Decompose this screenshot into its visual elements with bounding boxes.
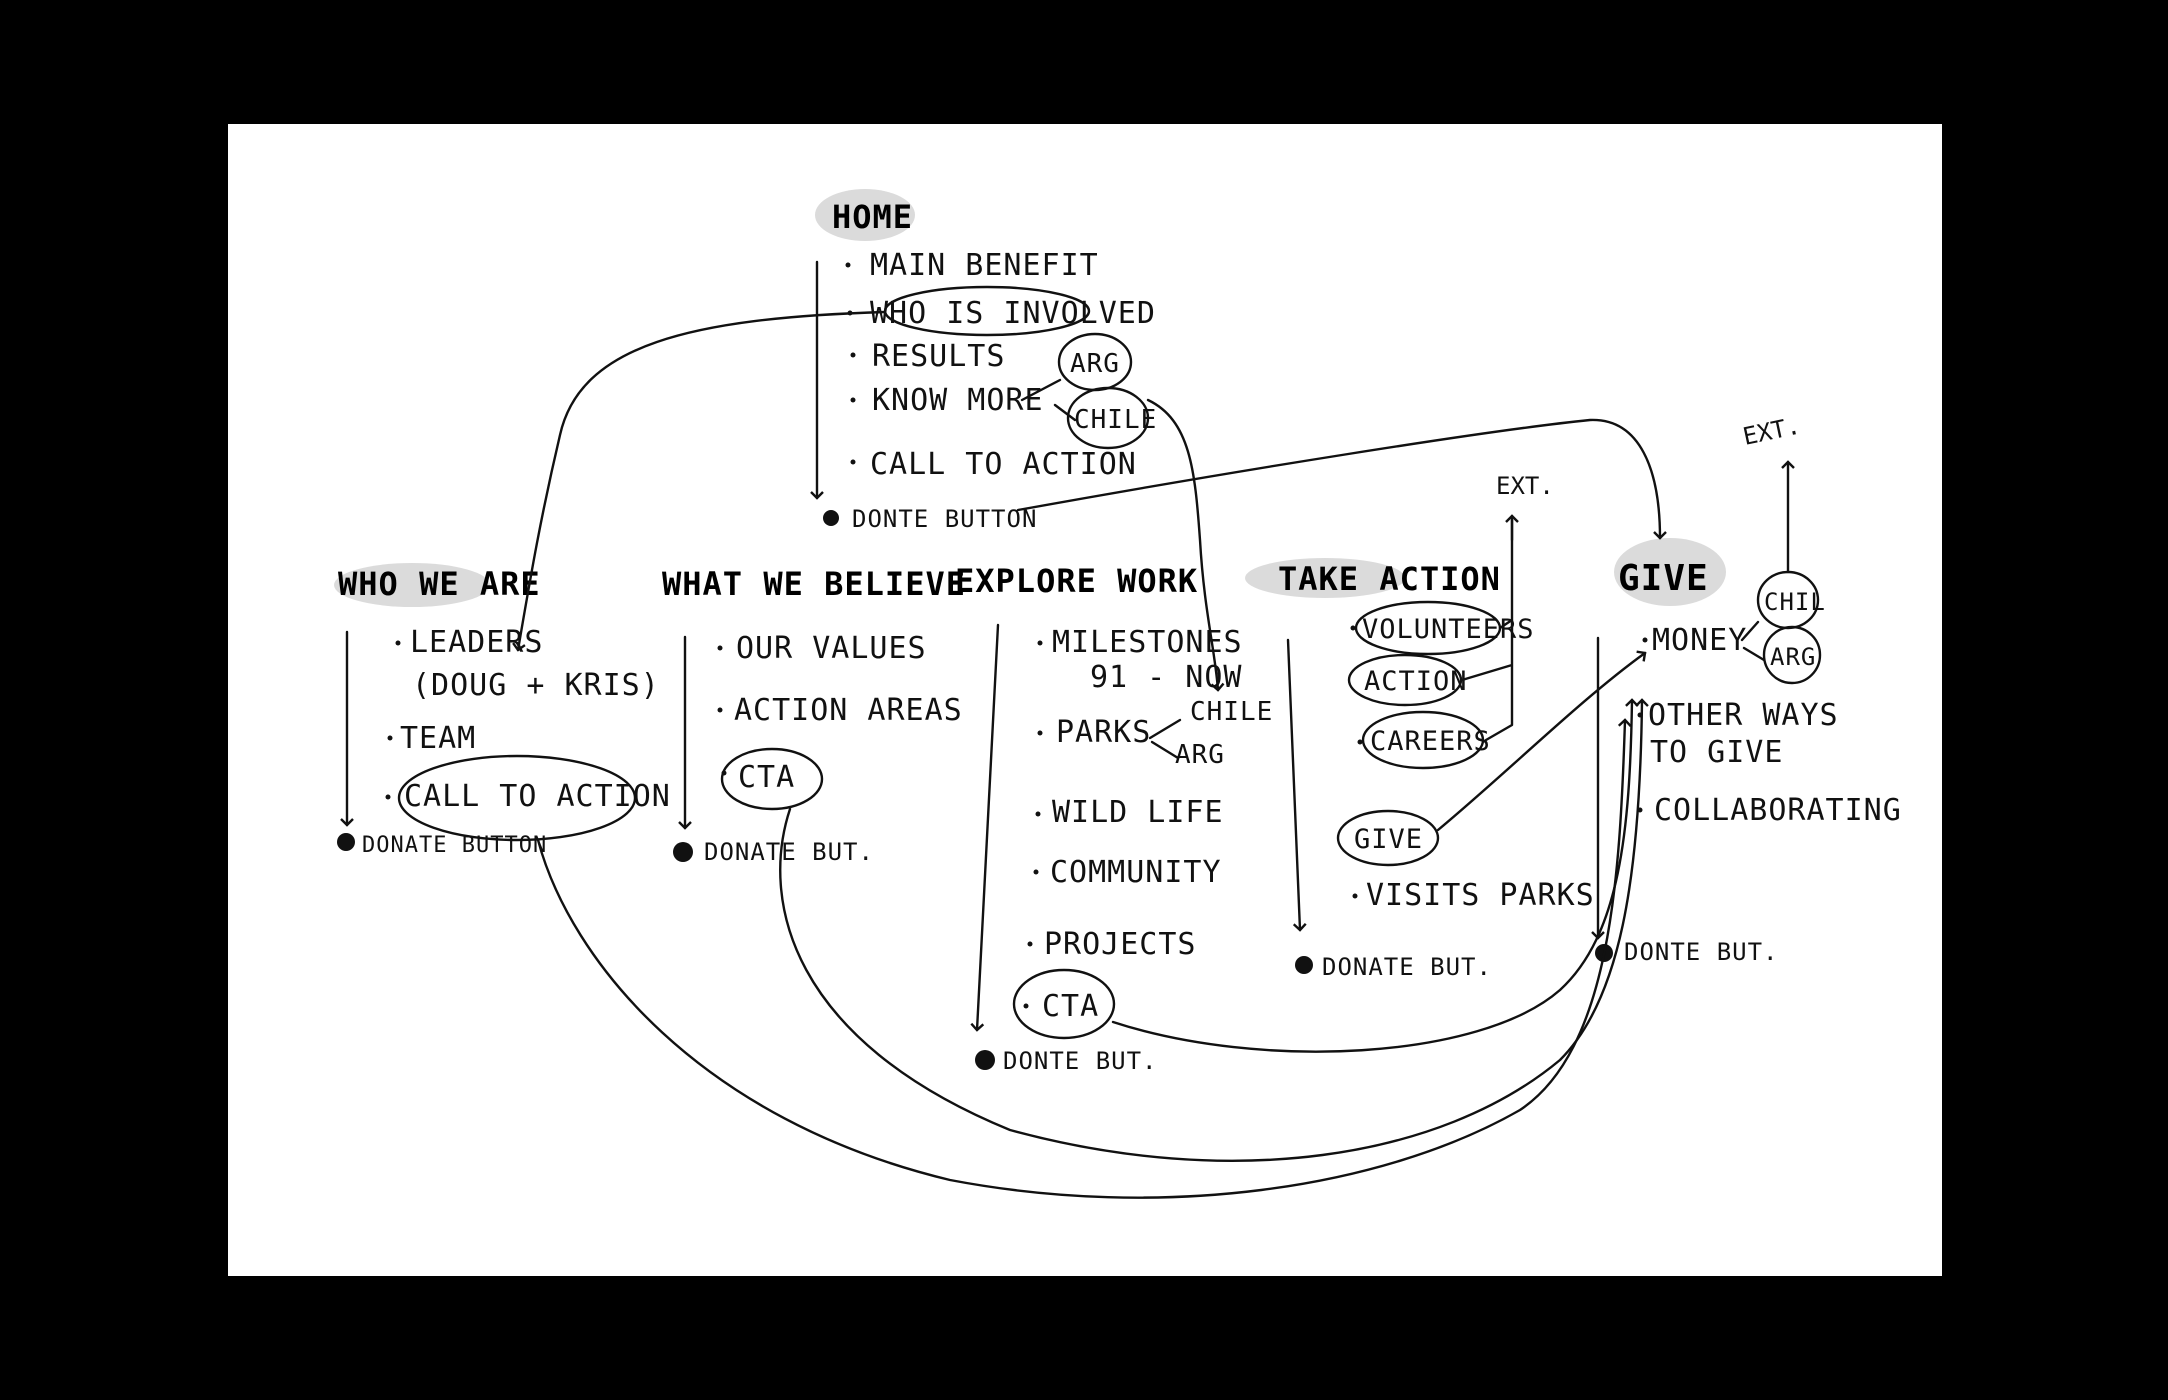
take-action-donate-button: DONATE BUT.	[1322, 953, 1492, 981]
who-we-are-title: WHO WE ARE	[338, 565, 541, 603]
who-we-are-call-to-action: CALL TO ACTION	[404, 779, 671, 814]
chile-circle	[1066, 386, 1150, 450]
donate-button-dot	[337, 833, 355, 851]
explore-work-projects: PROJECTS	[1044, 927, 1197, 962]
give-donate-button: DONTE BUT.	[1624, 938, 1779, 966]
paper-sheet	[228, 124, 1942, 1276]
what-we-believe-cta: CTA	[738, 760, 795, 795]
take-action-ext: EXT.	[1496, 472, 1554, 500]
bullet	[850, 397, 856, 403]
home-arg: ARG	[1070, 349, 1120, 379]
take-action-visits-parks: VISITS PARKS	[1366, 878, 1595, 913]
bullet	[717, 707, 723, 713]
home-item-results: RESULTS	[872, 339, 1005, 374]
home-item-know-more: KNOW MORE	[872, 383, 1044, 418]
bullet	[1352, 893, 1358, 899]
bullet	[387, 735, 393, 741]
take-action-title: TAKE ACTION	[1278, 560, 1501, 598]
bullet	[1033, 869, 1039, 875]
what-we-believe-donate-button: DONATE BUT.	[704, 838, 874, 866]
cta-circle	[720, 747, 824, 811]
take-action-give: GIVE	[1354, 824, 1423, 855]
home-donate-button: DONTE BUTTON	[852, 505, 1037, 533]
give-ext: EXT.	[1740, 411, 1802, 450]
give-heading-shade	[1614, 538, 1726, 606]
bullet	[717, 645, 723, 651]
who-we-are-heading-shade	[334, 563, 490, 607]
bullet	[1642, 637, 1648, 643]
take-action-action: ACTION	[1364, 666, 1468, 697]
bullet	[1027, 941, 1033, 947]
give-chil: CHIL	[1764, 588, 1826, 616]
bullet	[1357, 739, 1363, 745]
bullet	[1350, 625, 1356, 631]
home-item-main-benefit: MAIN BENEFIT	[870, 248, 1099, 283]
home-item-who-is-involved: WHO IS INVOLVED	[870, 296, 1156, 331]
arg-circle	[1762, 625, 1822, 685]
bullet	[1023, 1003, 1029, 1009]
call-to-action-circle	[397, 754, 637, 842]
what-we-believe-title: WHAT WE BELIEVE	[662, 565, 966, 603]
who-we-are-donate-button: DONATE BUTTON	[362, 833, 547, 858]
connector-chile-to-parks	[1146, 398, 1225, 692]
bullet	[1035, 811, 1041, 817]
give-circle	[1336, 809, 1440, 867]
explore-work-donate-button: DONTE BUT.	[1003, 1047, 1158, 1075]
take-action-ext-branch	[1460, 518, 1514, 742]
bullet	[1037, 730, 1043, 736]
bullet	[1037, 640, 1043, 646]
who-we-are-leaders: LEADERS	[410, 625, 543, 660]
explore-work-community: COMMUNITY	[1050, 855, 1222, 890]
give-arg: ARG	[1770, 643, 1816, 671]
explore-work-title: EXPLORE WORK	[955, 562, 1198, 600]
give-to-give: TO GIVE	[1650, 735, 1783, 770]
give-collaborating: COLLABORATING	[1654, 793, 1902, 828]
bullet	[385, 794, 391, 800]
what-we-believe-action-areas: ACTION AREAS	[734, 693, 963, 728]
explore-work-cta: CTA	[1042, 989, 1099, 1024]
donate-button-dot	[975, 1050, 995, 1070]
donate-button-dot	[673, 842, 693, 862]
home-title: HOME	[832, 198, 913, 236]
parks-branch	[1148, 718, 1182, 760]
bullet	[850, 352, 856, 358]
know-more-branch	[1020, 378, 1077, 422]
give-other-ways: OTHER WAYS	[1648, 698, 1839, 733]
cta-circle	[1012, 968, 1116, 1040]
connector-believe-cta-to-give	[779, 698, 1649, 1162]
explore-work-91-now: 91 - NOW	[1090, 660, 1243, 695]
take-action-heading-shade	[1245, 558, 1405, 598]
who-we-are-team: TEAM	[400, 721, 476, 756]
connector-explore-cta-to-give	[1111, 698, 1639, 1053]
explore-work-flow-line	[970, 623, 1000, 1032]
donate-button-dot	[1295, 956, 1313, 974]
connector-who-cta-to-give	[536, 718, 1632, 1199]
explore-work-chile: CHILE	[1190, 697, 1273, 727]
home-chile: CHILE	[1074, 405, 1157, 435]
money-branch	[1740, 620, 1766, 662]
connector-who-is-involved-to-leaders	[512, 310, 887, 652]
explore-work-parks: PARKS	[1056, 715, 1151, 750]
bullet	[850, 459, 856, 465]
home-item-call-to-action: CALL TO ACTION	[870, 447, 1137, 482]
take-action-careers: CAREERS	[1370, 726, 1491, 757]
connector-donate-to-give	[1016, 418, 1667, 540]
donate-button-dot	[823, 510, 839, 526]
home-heading-shade	[815, 189, 915, 241]
what-we-believe-our-values: OUR VALUES	[736, 631, 927, 666]
give-title: GIVE	[1618, 558, 1709, 599]
bullet	[845, 262, 851, 268]
careers-circle	[1361, 710, 1485, 770]
explore-work-arg: ARG	[1175, 740, 1225, 770]
bullet	[395, 640, 401, 646]
give-money: MONEY	[1652, 623, 1747, 658]
explore-work-wild-life: WILD LIFE	[1052, 795, 1224, 830]
take-action-flow-line	[1286, 638, 1307, 932]
connector-take-action-give-to-money	[1436, 650, 1647, 832]
who-we-are-doug-kris: (DOUG + KRIS)	[412, 668, 660, 703]
take-action-volunteers: VOLUNTEERS	[1362, 614, 1535, 645]
